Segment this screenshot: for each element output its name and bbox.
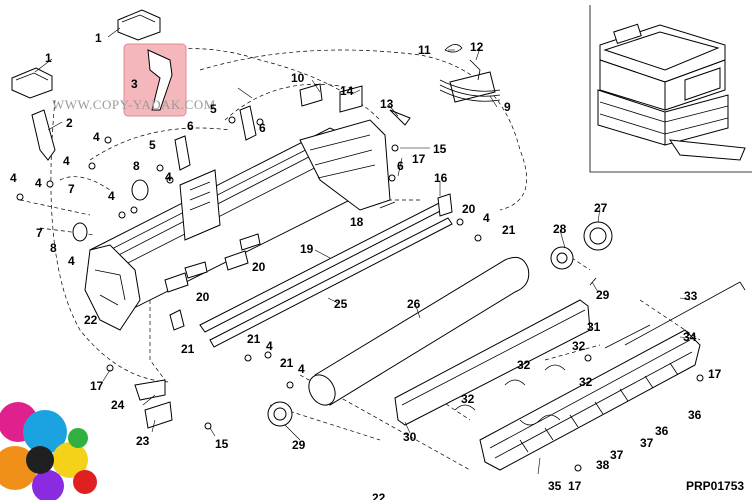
wire-harness-9 xyxy=(439,79,501,102)
callout-label: 4 xyxy=(298,362,305,376)
callout-label: 7 xyxy=(68,182,75,196)
callout-label: 25 xyxy=(334,297,348,311)
callout-label: 37 xyxy=(640,436,654,450)
callout-label: 38 xyxy=(596,458,610,472)
callout-label: 21 xyxy=(247,332,261,346)
part-1-left xyxy=(11,67,53,99)
machine-inset xyxy=(589,5,752,173)
callout-label: 4 xyxy=(266,339,273,353)
gears xyxy=(267,221,613,427)
callout-label: 10 xyxy=(291,71,305,85)
callout-label: 9 xyxy=(504,100,511,114)
guide-rails xyxy=(199,199,453,348)
callout-label: 8 xyxy=(50,241,57,255)
part-35-assembly xyxy=(479,329,701,471)
callout-label: 26 xyxy=(407,297,421,311)
part-34-rod xyxy=(624,281,746,346)
callout-label: 17 xyxy=(90,379,104,393)
callout-label: 34 xyxy=(683,330,697,344)
callout-label: 5 xyxy=(210,102,217,116)
callout-label: 20 xyxy=(252,260,266,274)
part-1-top xyxy=(117,9,161,41)
callout-label: 20 xyxy=(196,290,210,304)
part-3-highlight xyxy=(123,43,187,117)
page-number-fragment: 22 xyxy=(372,491,386,500)
callout-label: 18 xyxy=(350,215,364,229)
callout-label: 17 xyxy=(708,367,722,381)
callout-label: 16 xyxy=(434,171,448,185)
color-logo xyxy=(0,402,97,500)
callout-label: 19 xyxy=(300,242,314,256)
callout-label: 1 xyxy=(95,31,102,45)
callout-label: 37 xyxy=(610,448,624,462)
callout-label: 4 xyxy=(93,130,100,144)
callout-label: 17 xyxy=(568,479,582,493)
callout-label: 21 xyxy=(502,223,516,237)
part-2 xyxy=(31,109,56,161)
callout-label: 36 xyxy=(688,408,702,422)
callout-label: 12 xyxy=(470,40,484,54)
callout-label: 29 xyxy=(292,438,306,452)
callout-label: 4 xyxy=(10,171,17,185)
callout-label: 5 xyxy=(149,138,156,152)
callout-label: 1 xyxy=(45,51,52,65)
callout-label-highlighted: 3 xyxy=(131,77,138,91)
leader-lines xyxy=(34,27,691,475)
callout-label: 33 xyxy=(684,289,698,303)
callout-label: 30 xyxy=(403,430,417,444)
callout-label: 23 xyxy=(136,434,150,448)
callout-label: 32 xyxy=(572,339,586,353)
part-27-roller xyxy=(308,256,530,406)
callout-label: 2 xyxy=(66,116,73,130)
watermark-text: WWW.COPY-YADAK.COM xyxy=(52,97,216,112)
callout-label: 6 xyxy=(187,119,194,133)
callout-labels: 1 1 2 3 4 4 4 4 4 4 4 4 4 4 5 5 6 6 6 7 … xyxy=(10,31,722,493)
callout-label: 32 xyxy=(461,392,475,406)
callout-label: 32 xyxy=(579,375,593,389)
callout-label: 31 xyxy=(587,320,601,334)
callout-label: 4 xyxy=(68,254,75,268)
callout-label: 4 xyxy=(165,170,172,184)
callout-label: 24 xyxy=(111,398,125,412)
callout-label: 4 xyxy=(35,176,42,190)
callout-label: 6 xyxy=(397,159,404,173)
drawing-code: PRP01753 xyxy=(686,479,744,493)
callout-label: 28 xyxy=(553,222,567,236)
callout-label: 17 xyxy=(412,152,426,166)
callout-label: 32 xyxy=(517,358,531,372)
callout-label: 21 xyxy=(181,342,195,356)
callout-label: 8 xyxy=(133,159,140,173)
callout-label: 4 xyxy=(483,211,490,225)
callout-label: 20 xyxy=(462,202,476,216)
part-31-bracket xyxy=(394,299,591,426)
small-parts xyxy=(16,44,704,472)
main-frame xyxy=(84,119,391,331)
callout-label: 35 xyxy=(548,479,562,493)
callout-label: 36 xyxy=(655,424,669,438)
callout-label: 4 xyxy=(63,154,70,168)
callout-label: 22 xyxy=(84,313,98,327)
callout-label: 7 xyxy=(36,226,43,240)
callout-label: 15 xyxy=(433,142,447,156)
callout-label: 21 xyxy=(280,356,294,370)
callout-label: 4 xyxy=(108,189,115,203)
callout-label: 27 xyxy=(594,201,608,215)
callout-label: 15 xyxy=(215,437,229,451)
callout-label: 14 xyxy=(340,84,354,98)
callout-label: 6 xyxy=(259,121,266,135)
callout-label: 11 xyxy=(418,43,431,57)
callout-label: 29 xyxy=(596,288,610,302)
callout-label: 13 xyxy=(380,97,394,111)
